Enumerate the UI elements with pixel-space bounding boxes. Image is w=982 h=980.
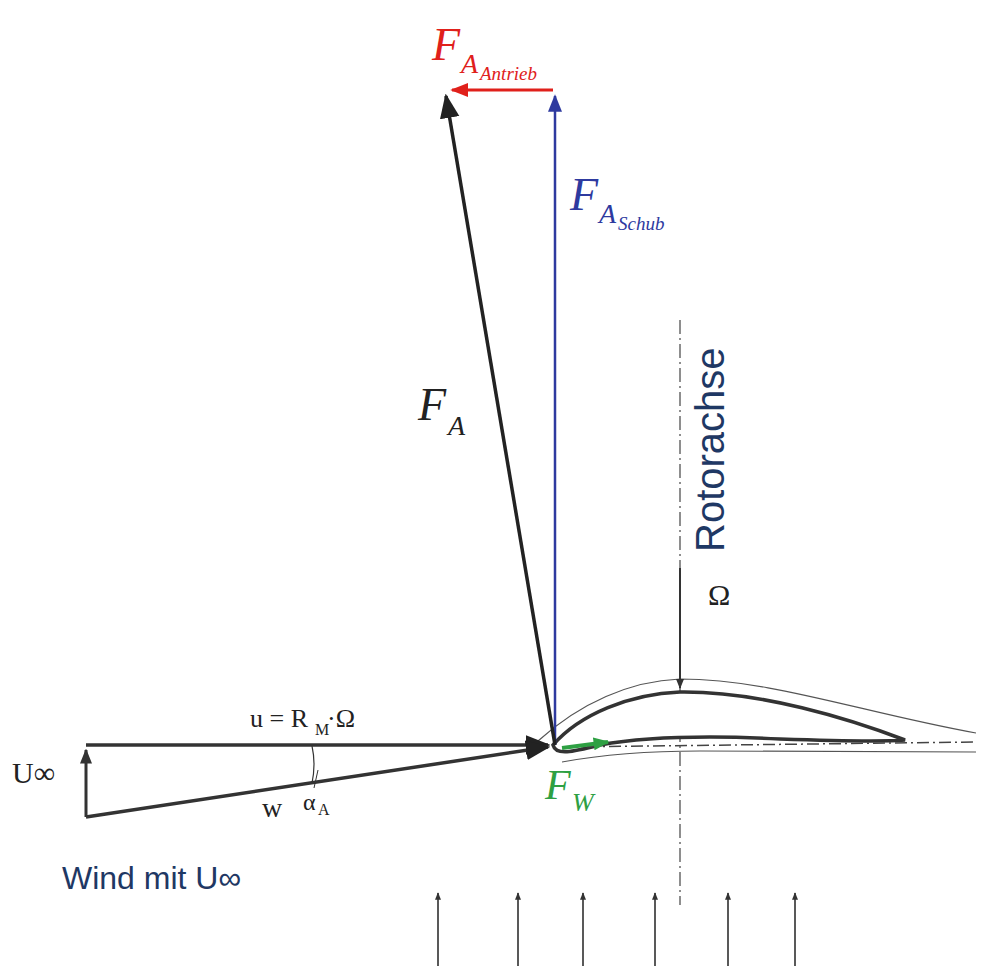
chord-line	[565, 742, 976, 747]
force-symbol: F	[418, 382, 446, 428]
wind-label: Wind mit U∞	[62, 862, 241, 894]
angle-label: α	[303, 790, 316, 814]
angle-arc	[312, 746, 314, 783]
omega-label: Ω	[708, 580, 730, 610]
rotor-axis	[679, 320, 680, 905]
force-symbol: F	[570, 172, 598, 218]
velocity-label: ·Ω	[327, 706, 355, 732]
velocity-label: u = R	[250, 706, 308, 732]
drag-force	[562, 742, 608, 748]
lift-force	[446, 96, 555, 745]
subscript: Antrieb	[480, 64, 537, 83]
subscript: W	[572, 790, 594, 816]
omega-arrow	[679, 568, 681, 688]
thrust-force	[554, 96, 557, 745]
force-symbol: F	[432, 22, 460, 68]
subscript: A	[599, 200, 616, 228]
w-vector	[86, 747, 548, 817]
velocity-label: U∞	[12, 758, 55, 788]
axis-label: Rotorachse	[690, 347, 730, 552]
subscript: A	[461, 50, 478, 78]
drive-force	[452, 89, 553, 92]
subscript: A	[448, 412, 465, 440]
wind-vector	[85, 750, 88, 817]
velocity-label: w	[262, 794, 282, 822]
u-vector	[86, 743, 548, 747]
leader-line	[314, 770, 318, 788]
subscript: A	[318, 802, 330, 818]
wind-arrows	[438, 893, 795, 966]
subscript: Schub	[618, 214, 664, 233]
force-symbol: F	[545, 764, 571, 806]
streamline	[562, 751, 976, 762]
